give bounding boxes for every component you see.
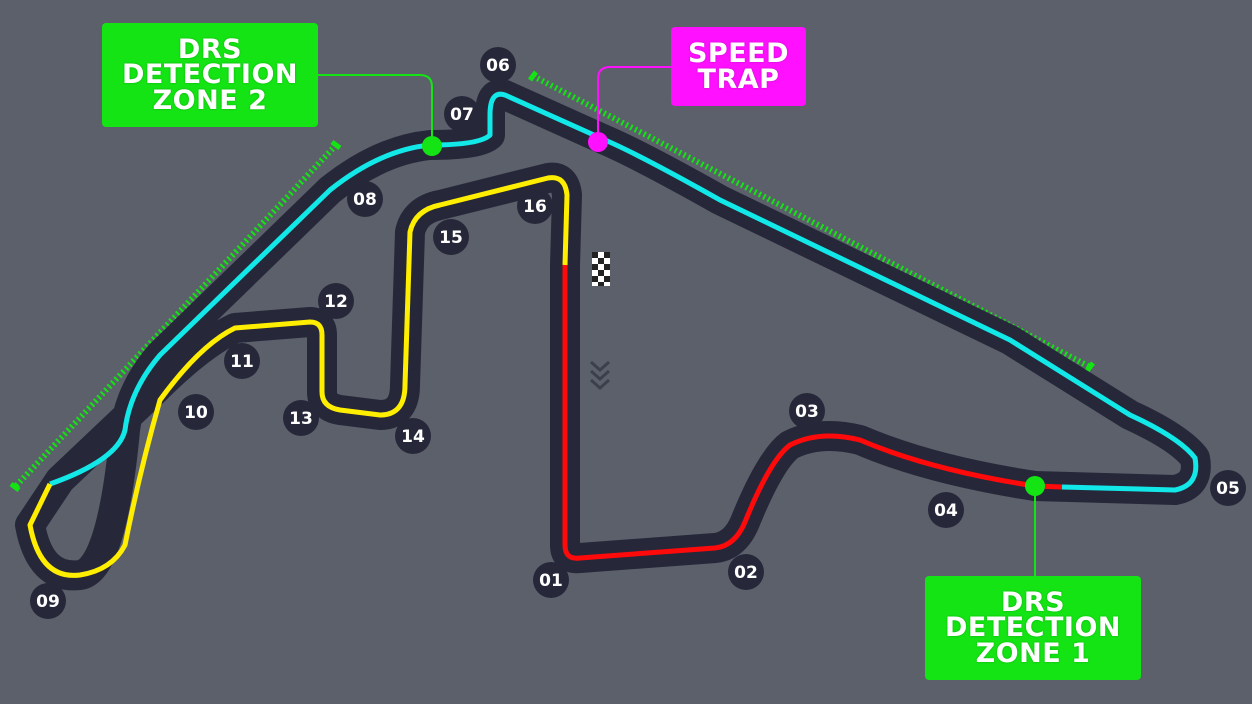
turn-marker-03: 03 [789,393,825,429]
turn-marker-circle [30,583,66,619]
speed-trap-line [597,66,672,141]
track-sector-3 [27,175,570,578]
turn-marker-label: 03 [795,402,819,422]
turn-marker-circle [928,492,964,528]
track-outline [15,79,1211,591]
drs-detection-zone-1-text: DRS DETECTION ZONE 1 [944,586,1122,669]
turn-marker-05: 05 [1210,470,1246,506]
turn-marker-circle [433,219,469,255]
turn-marker-circle [395,418,431,454]
turn-marker-04: 04 [928,492,964,528]
turn-marker-label: 06 [486,56,510,76]
drs-detection-point-2 [422,136,442,156]
turn-marker-circle [347,181,383,217]
turn-marker-label: 10 [184,403,208,423]
turn-marker-16: 16 [517,188,553,224]
turn-marker-label: 13 [289,409,313,429]
direction-chevrons-icon [590,360,610,391]
turn-marker-14: 14 [395,418,431,454]
drs-detection-zone-2-label: DRS DETECTION ZONE 2 [102,23,318,127]
turn-marker-label: 12 [324,292,348,312]
turn-marker-13: 13 [283,400,319,436]
turn-marker-circle [444,96,480,132]
speed-trap-label: SPEED TRAP [671,27,806,106]
drs-zone-bands [12,73,1092,490]
turn-marker-11: 11 [224,343,260,379]
turn-marker-08: 08 [347,181,383,217]
turn-marker-circle [224,343,260,379]
turn-marker-label: 11 [230,352,254,372]
turn-marker-label: 16 [523,197,547,217]
turn-marker-01: 01 [533,562,569,598]
turn-marker-circle [283,400,319,436]
drs-detection-zone-1-label: DRS DETECTION ZONE 1 [925,576,1141,680]
speed-trap-text: SPEED TRAP [687,37,790,95]
drs-zone-2-line [318,74,433,146]
turn-marker-09: 09 [30,583,66,619]
checkered-flag-icon [592,252,610,286]
track-sector-1 [562,265,1063,561]
turn-marker-label: 09 [36,592,60,612]
turn-marker-12: 12 [318,283,354,319]
track-sector-2 [49,91,1199,493]
drs-zone-band-end-1 [528,70,538,82]
turn-markers: 01 02 03 04 05 06 07 08 09 10 11 12 13 14 15 16 [30,47,1246,619]
turn-marker-circle [533,562,569,598]
turn-marker-circle [480,47,516,83]
turn-marker-circle [178,394,214,430]
turn-marker-15: 15 [433,219,469,255]
turn-marker-label: 01 [539,571,563,591]
turn-marker-label: 14 [401,427,425,447]
turn-marker-label: 05 [1216,479,1240,499]
turn-marker-label: 07 [450,105,474,125]
drs-zone-band-end-2 [1085,361,1095,373]
turn-marker-10: 10 [178,394,214,430]
drs-zone-band-end-4 [9,482,21,492]
turn-marker-label: 08 [353,190,377,210]
turn-marker-label: 04 [934,501,958,521]
drs-detection-point-1 [1025,476,1045,496]
turn-marker-circle [728,554,764,590]
drs-zone-band-back-straight [12,142,339,490]
turn-marker-circle [789,393,825,429]
drs-detection-zone-2-text: DRS DETECTION ZONE 2 [121,33,299,116]
turn-marker-label: 15 [439,228,463,248]
turn-marker-06: 06 [480,47,516,83]
turn-marker-label: 02 [734,563,758,583]
turn-marker-02: 02 [728,554,764,590]
callout-lines [318,66,1036,578]
turn-marker-07: 07 [444,96,480,132]
speed-trap-point [588,132,608,152]
turn-marker-circle [1210,470,1246,506]
turn-marker-circle [517,188,553,224]
drs-zone-band-end-3 [330,140,342,150]
turn-marker-circle [318,283,354,319]
